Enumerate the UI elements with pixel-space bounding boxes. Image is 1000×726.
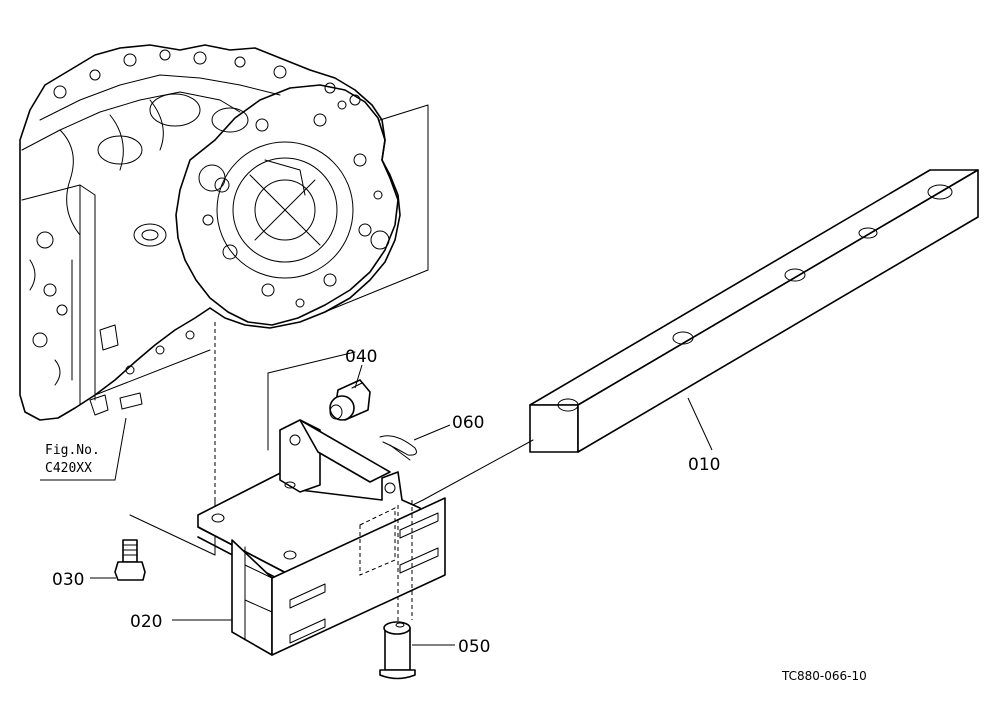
label-030: 030	[52, 570, 84, 590]
housing-flange	[175, 84, 399, 326]
fig-ref-line2: C420XX	[45, 461, 92, 476]
bracket-020	[172, 419, 446, 656]
plug-040	[267, 351, 371, 451]
label-020: 020	[130, 612, 162, 632]
hitch-pin-050	[379, 621, 455, 680]
drawbar-projection-line	[422, 439, 534, 501]
label-040: 040	[345, 347, 377, 367]
transmission-housing	[19, 44, 401, 421]
housing-projection-line	[299, 104, 429, 323]
label-010: 010	[688, 455, 720, 475]
drawing-code: TC880-066-10	[781, 669, 867, 683]
fig-ref-line1: Fig.No.	[45, 443, 100, 458]
snap-pin-060	[379, 424, 451, 461]
label-050: 050	[458, 637, 490, 657]
bolt-030	[90, 514, 216, 581]
drawbar-010	[529, 169, 979, 453]
figure-reference: Fig.No. C420XX	[40, 417, 127, 481]
label-060: 060	[452, 413, 484, 433]
